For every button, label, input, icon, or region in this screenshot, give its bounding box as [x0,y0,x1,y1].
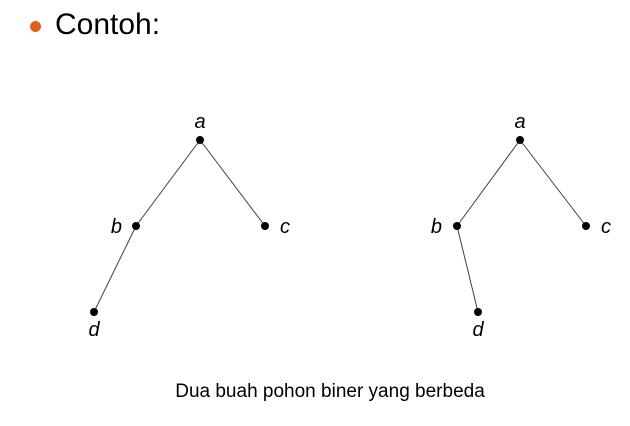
diagram-caption: Dua buah pohon biner yang berbeda [175,381,485,402]
tree1-node-a [196,136,204,144]
tree1-label-b: b [111,216,122,238]
tree2-edge-a-b [456,139,521,227]
tree2-edge-b-d [456,225,479,313]
tree2-label-a: a [514,111,525,133]
tree1-label-a: a [194,111,205,133]
binary-tree-2: a b c d [431,111,611,341]
tree1-edge-a-b [135,139,201,227]
tree2-node-d [474,308,482,316]
bullet-item: Contoh: [30,3,160,47]
tree2-label-b: b [431,216,442,238]
slide-heading: Contoh: [55,8,161,41]
tree2-label-c: c [601,216,611,238]
tree2-node-a [516,136,524,144]
bullet-dot-icon [30,20,41,32]
tree1-label-c: c [280,216,290,238]
tree1-node-b [132,222,140,230]
tree2-node-c [582,222,590,230]
tree1-node-d [90,308,98,316]
tree1-label-d: d [88,319,100,341]
tree2-node-b [453,222,461,230]
tree1-node-c [261,222,269,230]
tree2-edge-a-c [519,139,587,227]
tree2-label-d: d [472,319,484,341]
tree1-edge-a-c [199,139,266,227]
binary-tree-1: a b c d [88,111,290,341]
tree1-edge-b-d [93,225,137,313]
